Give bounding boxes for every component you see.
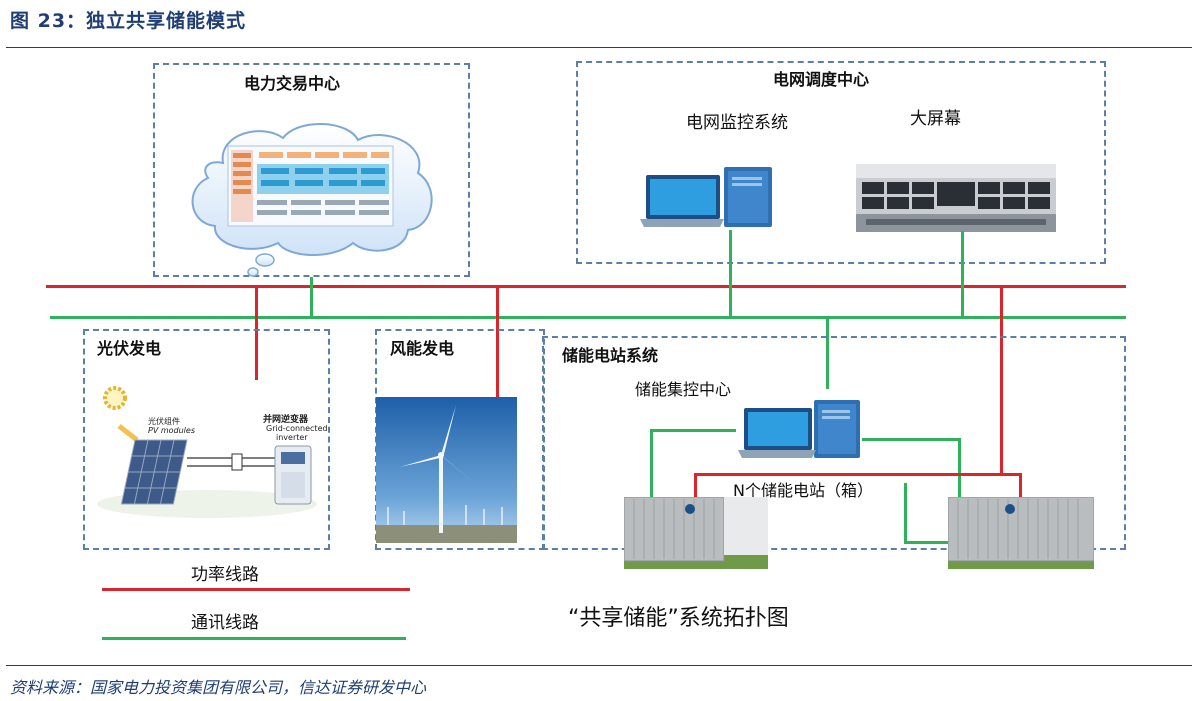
- figure-title: 图 23：独立共享储能模式: [10, 10, 247, 32]
- pv-box: [83, 329, 330, 550]
- control-right-comm-h: [862, 438, 960, 441]
- station-power-right-v: [1019, 473, 1022, 499]
- inverter-label: 并网逆变器: [263, 415, 309, 425]
- control-comm-link: [826, 317, 829, 389]
- monitor-comm-link: [729, 230, 732, 317]
- power-bus-line: [46, 285, 1126, 288]
- legend-comm-swatch: [102, 637, 406, 640]
- station-power-h: [694, 473, 1022, 476]
- control-left-comm-v: [650, 429, 653, 497]
- station-power-left-v: [694, 473, 697, 499]
- control-right-comm-v: [958, 438, 961, 498]
- storage-power-link: [1000, 285, 1003, 475]
- big-screen-label: 大屏幕: [910, 109, 961, 129]
- inverter-sub-2: inverter: [276, 433, 308, 442]
- source-note: 资料来源：国家电力投资集团有限公司，信达证券研发中心: [10, 678, 427, 697]
- inverter-sub-1: Grid-connected: [266, 424, 328, 433]
- wind-title: 风能发电: [390, 339, 455, 358]
- top-rule: [6, 47, 1192, 48]
- pv-module-sub: PV modules: [148, 426, 195, 435]
- big-screen-icon: [856, 164, 1056, 232]
- pv-power-link: [255, 285, 258, 380]
- comm-bus-line: [50, 316, 1126, 319]
- cloud-icon: [191, 123, 433, 277]
- storage-container-left: [624, 497, 768, 569]
- control-center-label: 储能集控中心: [635, 380, 732, 399]
- pv-title: 光伏发电: [97, 339, 162, 358]
- screen-comm-link: [961, 231, 964, 317]
- pv-module-label: 光伏组件: [148, 417, 180, 426]
- computer-icon: [640, 167, 772, 227]
- storage-title: 储能电站系统: [562, 346, 659, 365]
- storage-container-right: [948, 497, 1094, 569]
- station-comm-v: [904, 483, 907, 543]
- wind-turbine-photo: [376, 397, 517, 543]
- storage-box: [542, 336, 1126, 550]
- bottom-rule: [6, 665, 1192, 666]
- control-left-comm-h: [650, 429, 736, 432]
- legend-comm-label: 通讯线路: [191, 613, 259, 633]
- wind-power-link: [496, 285, 499, 397]
- control-computer-icon: [738, 400, 860, 458]
- stations-label: N个储能电站（箱）: [733, 481, 873, 500]
- dispatch-center-box: [576, 61, 1106, 264]
- legend-power-label: 功率线路: [191, 565, 259, 585]
- dispatch-center-title: 电网调度中心: [773, 70, 870, 89]
- diagram-caption: “共享储能”系统拓扑图: [568, 606, 789, 631]
- trading-center-box: [153, 63, 470, 277]
- trading-comm-link: [310, 277, 313, 317]
- station-comm-h: [904, 541, 954, 544]
- grid-monitor-label: 电网监控系统: [686, 113, 788, 133]
- pv-diagram-icon: [97, 386, 317, 518]
- trading-center-title: 电力交易中心: [244, 74, 341, 93]
- legend-power-swatch: [102, 588, 410, 591]
